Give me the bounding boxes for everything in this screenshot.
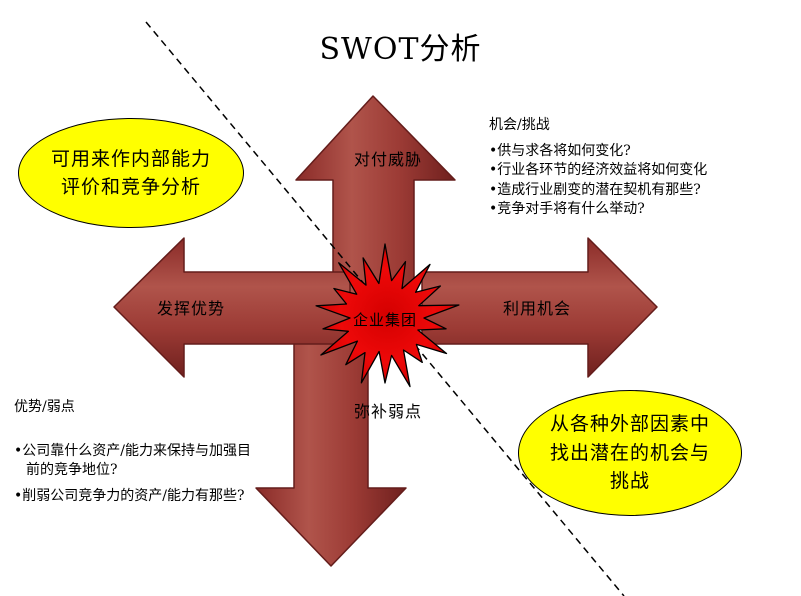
- note-heading: 机会/挑战: [489, 117, 550, 133]
- bullet-item: 公司靠什么资产/能力来保持与加强目前的竞争地位?: [14, 442, 256, 481]
- bullet-item: 造成行业剧变的潜在契机有那些?: [489, 181, 789, 201]
- callout-line: 找出潜在的机会与: [549, 441, 710, 464]
- bullet-item: 竞争对手将有什么举动?: [489, 200, 789, 220]
- callout-line: 可用来作内部能力: [50, 147, 211, 170]
- callout-line: 从各种外部因素中: [549, 413, 710, 436]
- bullet-item: 行业各环节的经济效益将如何变化: [489, 161, 789, 181]
- bullet-item: 供与求各将如何变化?: [489, 142, 789, 162]
- arrow-label-deal-with-threats: 对付威胁: [353, 150, 422, 169]
- bullet-item: 削弱公司竞争力的资产/能力有那些?: [14, 487, 256, 507]
- starburst-label: 企业集团: [352, 311, 417, 329]
- note-opportunities-challenges: 机会/挑战 供与求各将如何变化? 行业各环节的经济效益将如何变化 造成行业剧变的…: [489, 116, 789, 220]
- callout-line: 挑战: [609, 470, 650, 493]
- note-heading: 优势/弱点: [14, 399, 75, 415]
- starburst-shape: [315, 243, 460, 388]
- arrow-label-use-opportunities: 利用机会: [502, 299, 571, 318]
- arrow-label-remedy-weaknesses: 弥补弱点: [353, 402, 422, 421]
- callout-line: 评价和竞争分析: [60, 176, 201, 198]
- page-title: SWOT分析: [319, 32, 482, 67]
- arrow-label-leverage-strengths: 发挥优势: [156, 299, 225, 318]
- callout-internal-analysis: 可用来作内部能力 评价和竞争分析: [18, 118, 244, 228]
- callout-external-analysis: 从各种外部因素中 找出潜在的机会与 挑战: [518, 390, 742, 516]
- note-strengths-weaknesses: 优势/弱点 公司靠什么资产/能力来保持与加强目前的竞争地位? 削弱公司竞争力的资…: [14, 398, 256, 512]
